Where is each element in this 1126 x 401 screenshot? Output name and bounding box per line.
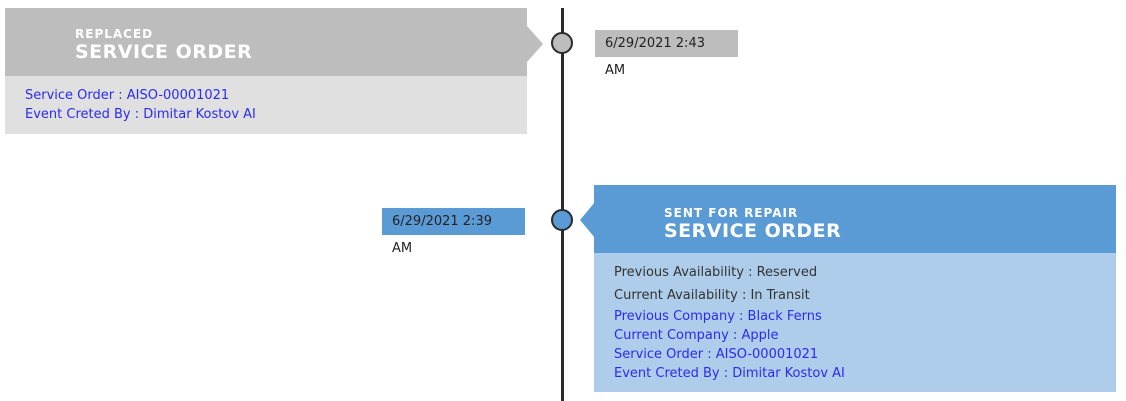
detail-created-by: Event Creted By : Dimitar Kostov AI	[614, 366, 845, 381]
event-details: Service Order : AISO-00001021 Event Cret…	[5, 76, 527, 134]
detail-service-order: Service Order : AISO-00001021	[25, 88, 230, 103]
event-date: 6/29/2021 2:39 AM	[382, 208, 525, 256]
detail-previous-company: Previous Company : Black Ferns	[614, 309, 822, 324]
event-date: 6/29/2021 2:43 AM	[595, 30, 738, 78]
event-details: Previous Availability : Reserved Current…	[594, 253, 1116, 392]
detail-current-availability: Current Availability : In Transit	[614, 288, 810, 303]
event-header: SENT FOR REPAIR SERVICE ORDER	[594, 185, 1116, 253]
timeline-node	[551, 209, 573, 231]
card-pointer	[527, 26, 543, 62]
detail-service-order: Service Order : AISO-00001021	[614, 347, 819, 362]
timeline-event-card-sent-for-repair: SENT FOR REPAIR SERVICE ORDER Previous A…	[594, 185, 1116, 392]
detail-previous-availability: Previous Availability : Reserved	[614, 265, 818, 280]
event-type: SERVICE ORDER	[75, 41, 253, 63]
event-header: REPLACED SERVICE ORDER	[5, 8, 527, 76]
detail-created-by: Event Creted By : Dimitar Kostov AI	[25, 107, 256, 122]
card-pointer	[580, 202, 595, 238]
timeline-node	[551, 32, 573, 54]
event-status: SENT FOR REPAIR	[664, 206, 799, 220]
timeline-axis	[561, 8, 564, 401]
detail-current-company: Current Company : Apple	[614, 328, 779, 343]
event-status: REPLACED	[75, 27, 154, 41]
timeline-event-card-replaced: REPLACED SERVICE ORDER Service Order : A…	[5, 8, 527, 134]
event-type: SERVICE ORDER	[664, 220, 842, 242]
